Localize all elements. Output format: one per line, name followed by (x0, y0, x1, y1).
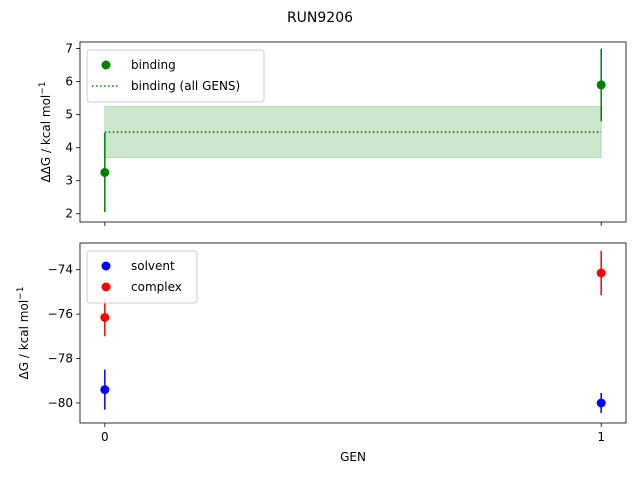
data-point (100, 312, 110, 322)
x-tick-label: 1 (597, 430, 605, 444)
legend-label: binding (all GENS) (131, 79, 240, 93)
y-tick-label: 5 (65, 108, 73, 122)
data-point (100, 385, 110, 395)
y-axis-label-superscript: −1 (38, 81, 48, 94)
legend-label: binding (131, 58, 176, 72)
y-tick-label: 2 (65, 207, 73, 221)
axes-frame (79, 41, 627, 223)
y-axis-label-superscript: −1 (16, 287, 26, 300)
data-point (100, 167, 110, 177)
legend-label: solvent (131, 259, 175, 273)
y-tick-label: 4 (65, 141, 73, 155)
legend-marker (101, 282, 111, 292)
y-tick-label: −80 (48, 396, 73, 410)
legend-label: complex (131, 280, 182, 294)
figure-title: RUN9206 (287, 10, 353, 26)
y-tick-label: 6 (65, 75, 73, 89)
legend-marker (101, 261, 111, 271)
data-point (596, 80, 606, 90)
legend-marker (101, 60, 111, 70)
y-axis-label-text: ΔΔG / kcal mol (39, 95, 53, 183)
y-tick-label: −74 (48, 263, 73, 277)
y-axis-label: ΔG / kcal mol−1 (16, 287, 31, 380)
axes-frame (79, 242, 627, 424)
x-axis-label: GEN (340, 450, 366, 464)
y-axis-label-text: ΔG / kcal mol (17, 300, 31, 380)
y-tick-label: 7 (65, 42, 73, 56)
data-point (596, 268, 606, 278)
legend-box (86, 49, 265, 103)
y-tick-label: 3 (65, 174, 73, 188)
x-tick-label: 0 (101, 430, 109, 444)
y-axis-label: ΔΔG / kcal mol−1 (38, 81, 53, 182)
y-tick-label: −76 (48, 307, 73, 321)
data-point (596, 398, 606, 408)
y-tick-label: −78 (48, 352, 73, 366)
legend-box (86, 250, 198, 304)
